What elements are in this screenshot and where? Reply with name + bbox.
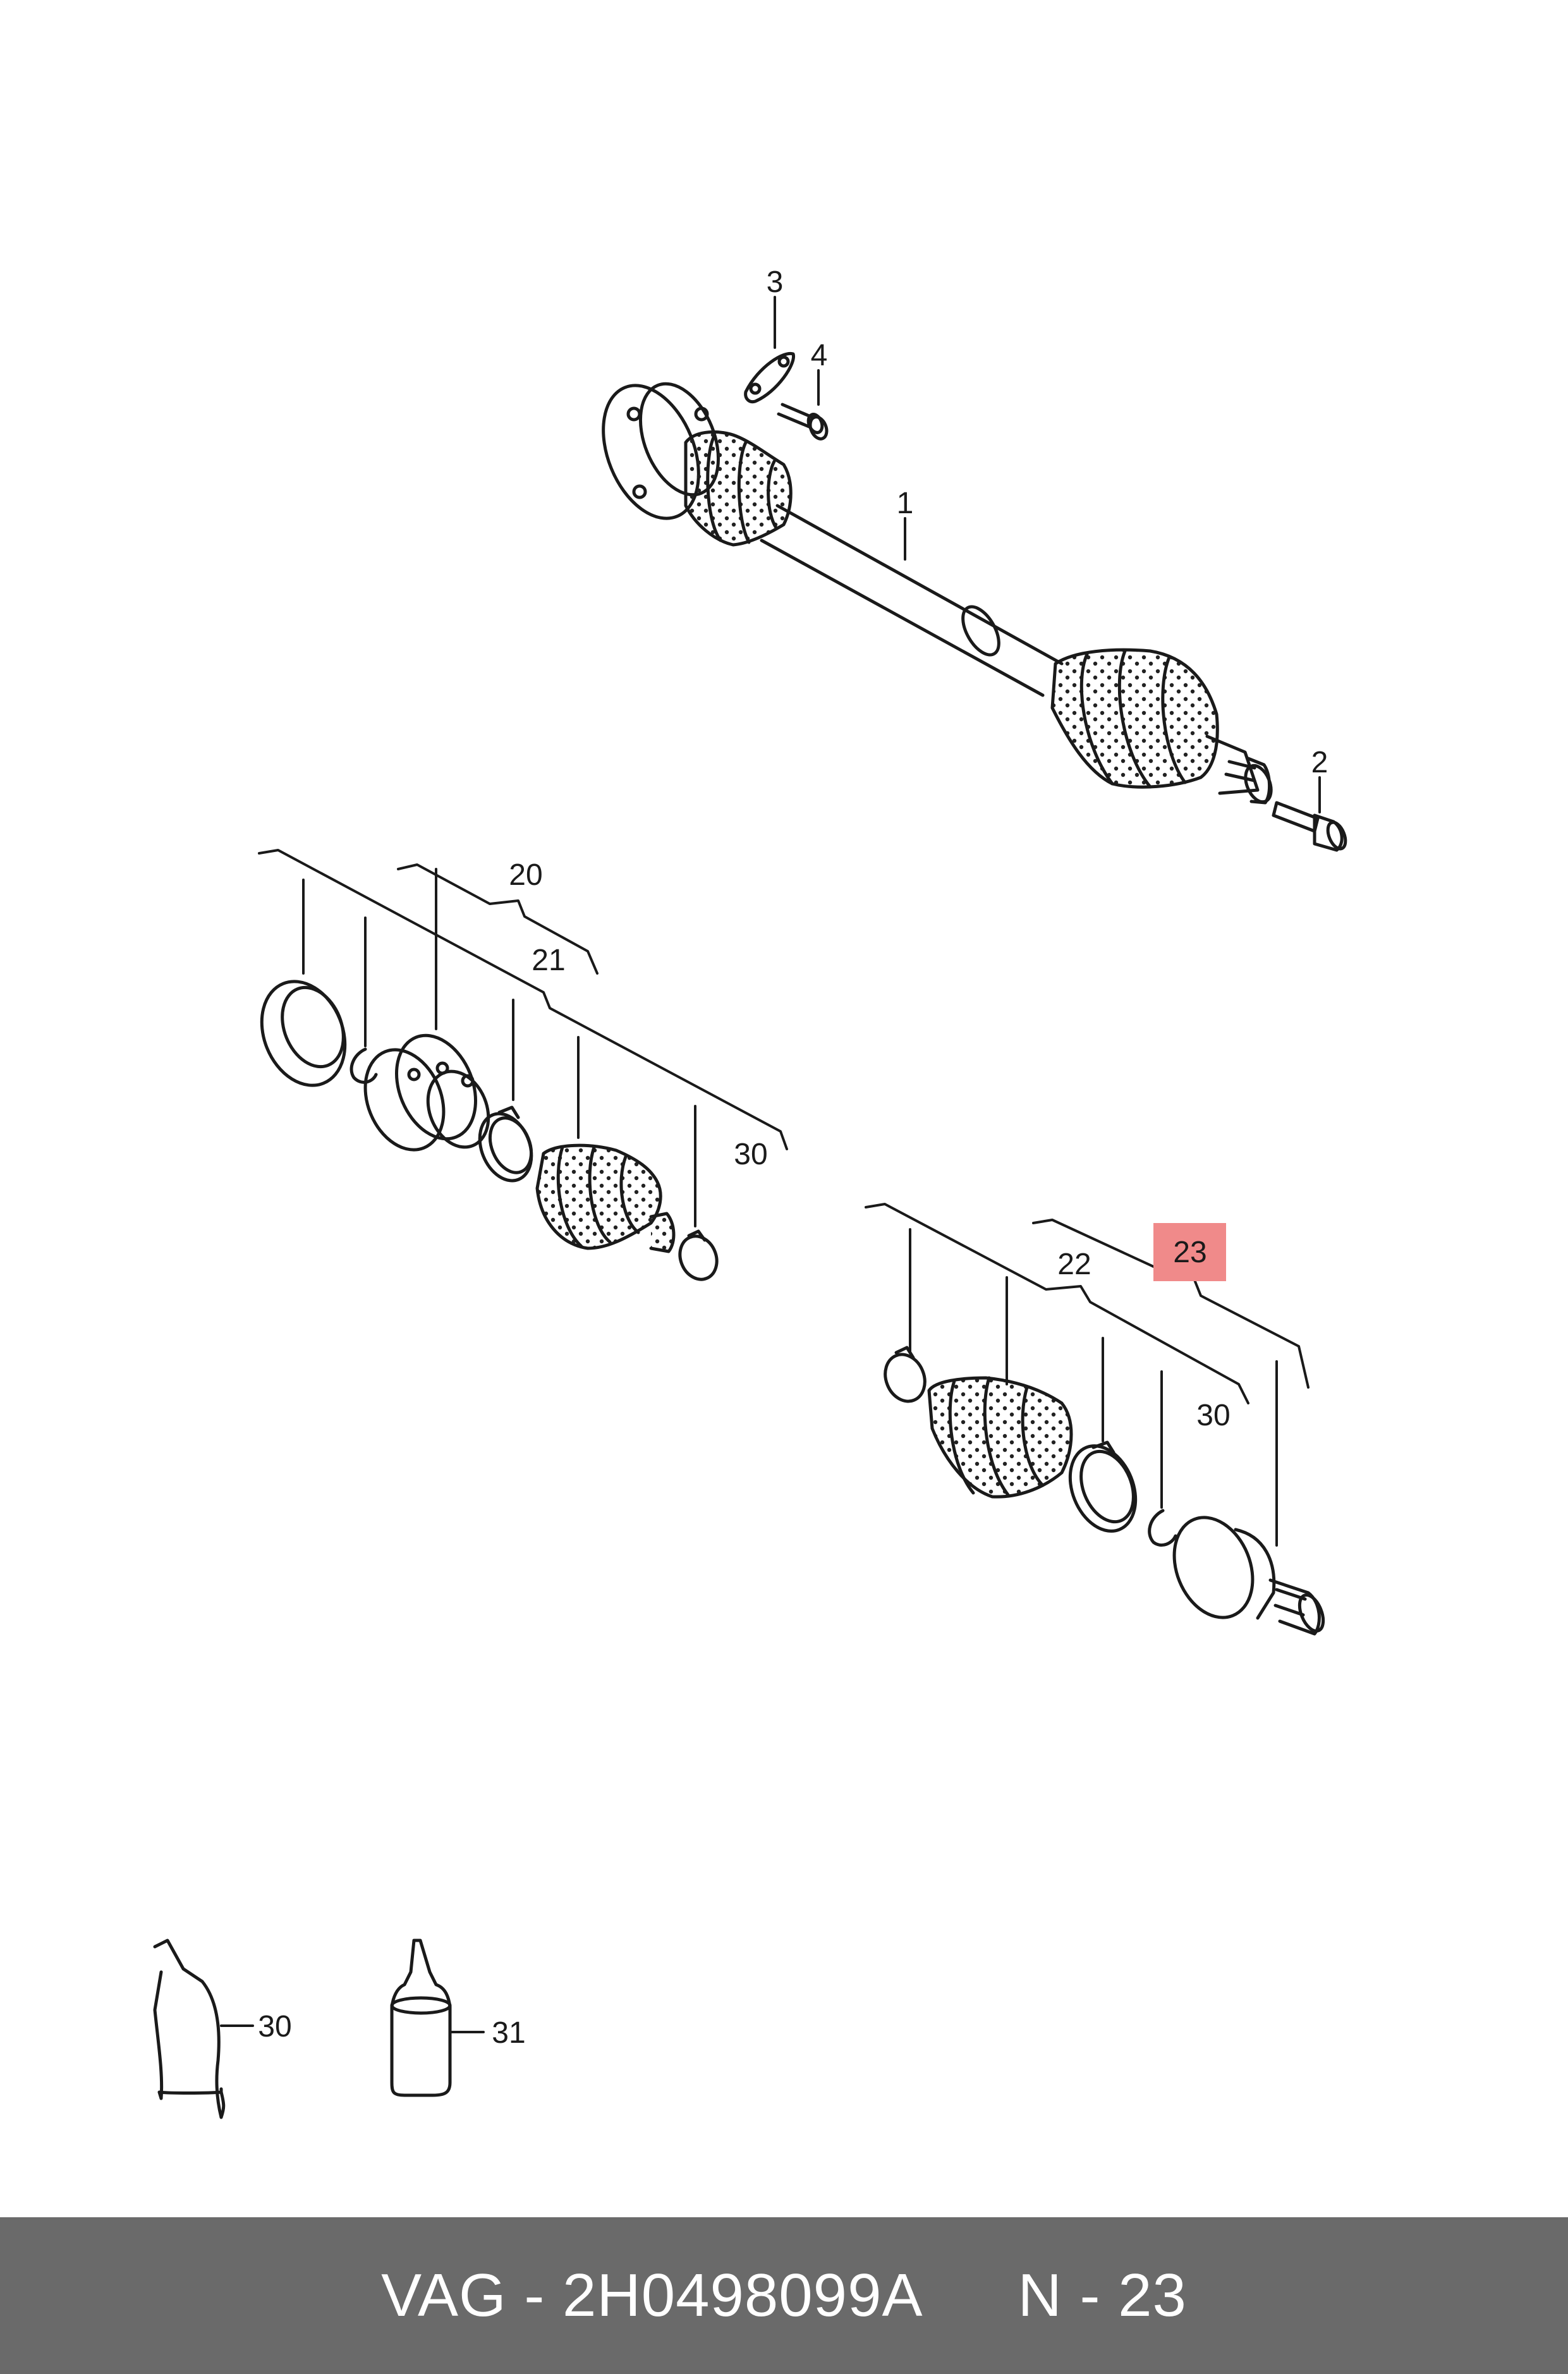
callout-30-left: 30 — [734, 1138, 767, 1171]
leader-lines — [220, 296, 1321, 2033]
callout-1: 1 — [897, 487, 914, 520]
callout-31: 31 — [492, 2016, 525, 2050]
position-reference: N - 23 — [1018, 2261, 1187, 2329]
callout-3: 3 — [767, 265, 784, 299]
highlight-box-23 — [1153, 1223, 1226, 1281]
grease-tube — [153, 1939, 226, 2119]
drive-shaft — [602, 382, 1273, 805]
parts-diagram: 3 4 1 2 20 21 30 22 23 30 30 31 — [153, 265, 1347, 2119]
callout-21: 21 — [532, 944, 565, 977]
outer-joint-kit — [884, 1346, 1325, 1636]
callout-30-right: 30 — [1196, 1399, 1230, 1432]
inner-joint-kit — [260, 980, 719, 1281]
callout-2: 2 — [1311, 746, 1328, 779]
bolt-small — [777, 403, 829, 441]
callout-4: 4 — [811, 339, 828, 372]
locking-plate — [744, 351, 796, 404]
hub-bolt — [1272, 801, 1347, 852]
sealant-bottle — [390, 1939, 452, 2097]
callout-23: 23 — [1173, 1236, 1206, 1269]
part-reference: VAG - 2H0498099A — [381, 2261, 923, 2329]
callout-22: 22 — [1057, 1248, 1091, 1281]
callout-20: 20 — [509, 858, 542, 892]
footer-bar: VAG - 2H0498099A N - 23 — [0, 2217, 1568, 2374]
callout-30-tube: 30 — [258, 2010, 291, 2043]
